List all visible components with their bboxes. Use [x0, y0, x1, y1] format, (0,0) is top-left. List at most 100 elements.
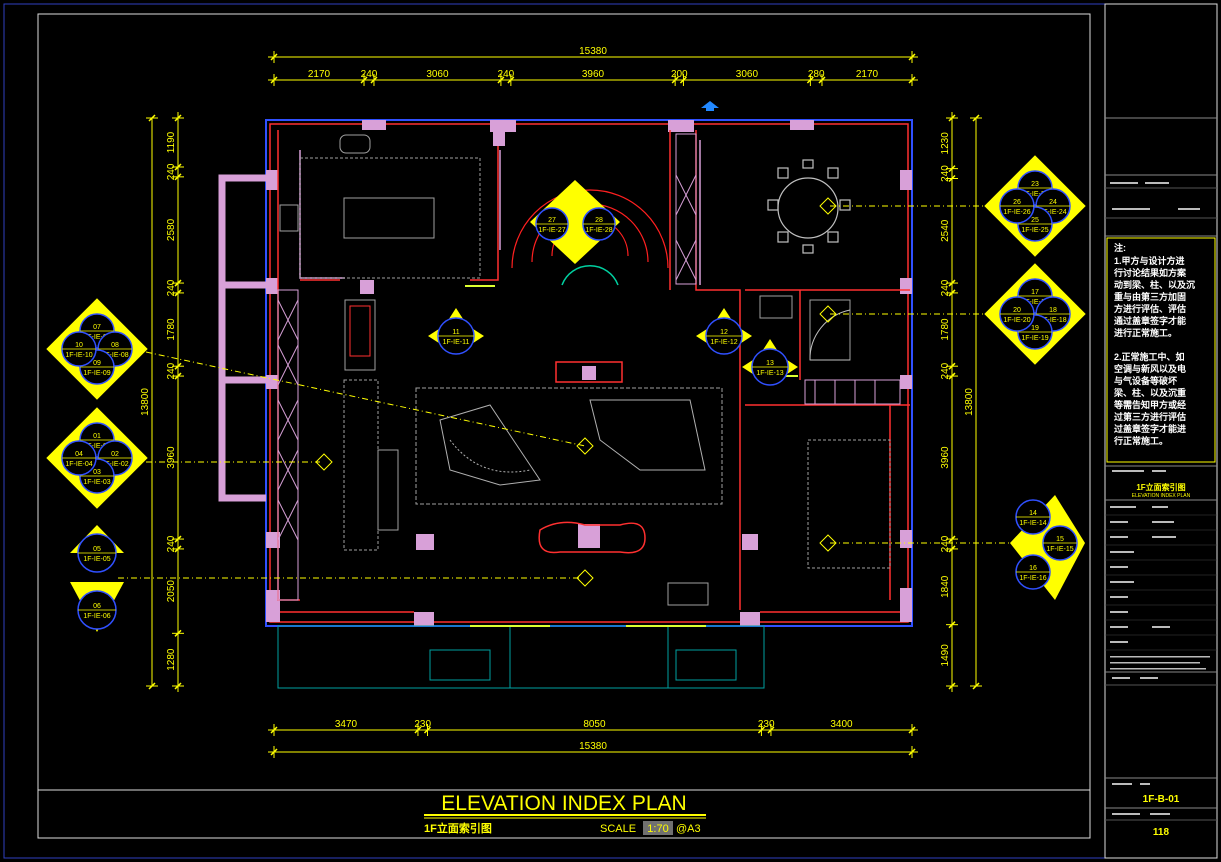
dimension-label: 280 [808, 69, 825, 80]
dimension-label: 1490 [940, 644, 951, 667]
dimension-label: 1840 [940, 575, 951, 598]
dimension-label: 2170 [308, 69, 331, 80]
index-tag: 1F-IE-03 [83, 479, 110, 486]
index-tag: 1F-IE-06 [83, 613, 110, 620]
index-number: 06 [93, 603, 101, 610]
index-number: 07 [93, 324, 101, 331]
index-tag: 1F-IE-15 [1046, 546, 1073, 553]
index-symbol-12[interactable]: 12 1F-IE-12 [696, 308, 752, 355]
index-number: 20 [1013, 307, 1021, 314]
index-tag: 1F-IE-17 [1021, 299, 1048, 306]
dimension-label: 240 [498, 69, 515, 80]
round-dining-table [767, 159, 851, 254]
dimension-label: 240 [361, 69, 378, 80]
dimension-label: 1280 [166, 648, 177, 671]
index-tag: 1F-IE-13 [756, 370, 783, 377]
index-leaders [118, 205, 1010, 579]
dimension-label: 3470 [335, 719, 358, 730]
index-number: 05 [93, 546, 101, 553]
drawing-frame [37, 13, 1091, 839]
index-number: 12 [720, 329, 728, 336]
index-number: 28 [595, 217, 603, 224]
dimension-label: 3960 [940, 446, 951, 469]
drawing-main-title: ELEVATION INDEX PLAN [441, 792, 686, 815]
index-symbol-14-16[interactable]: 14 1F-IE-14 15 1F-IE-15 16 1F-IE-16 [1010, 495, 1085, 600]
index-number: 09 [93, 360, 101, 367]
index-tag: 1F-IE-26 [1003, 209, 1030, 216]
notes-line: 梁、柱、以及沉重 [1113, 387, 1186, 398]
index-tag: 1F-IE-28 [585, 227, 612, 234]
drawing-subtitle-cn: 1F立面索引图 [424, 821, 492, 835]
index-number: 26 [1013, 199, 1021, 206]
index-tag: 1F-IE-02 [101, 461, 128, 468]
dimension-total: 13800 [140, 388, 151, 416]
index-tag: 1F-IE-04 [65, 461, 92, 468]
index-tag: 1F-IE-14 [1019, 520, 1046, 527]
index-tag: 1F-IE-25 [1021, 227, 1048, 234]
index-symbol-13[interactable]: 13 1F-IE-13 [742, 339, 798, 386]
index-tag: 1F-IE-08 [101, 352, 128, 359]
notes-line: 2.正常施工中、如 [1114, 351, 1185, 362]
dimension-label: 240 [940, 362, 951, 379]
index-tag: 1F-IE-12 [710, 339, 737, 346]
index-diamond [984, 155, 1086, 257]
index-number: 19 [1031, 325, 1039, 332]
dimension-label: 230 [758, 719, 775, 730]
index-tag: 1F-IE-16 [1019, 575, 1046, 582]
dimension-total: 15380 [579, 741, 607, 752]
index-number: 02 [111, 451, 119, 458]
index-number: 15 [1056, 536, 1064, 543]
dimension-label: 1780 [166, 318, 177, 341]
dimension-label: 1230 [940, 132, 951, 155]
index-number: 16 [1029, 565, 1037, 572]
index-number: 14 [1029, 510, 1037, 517]
dimension-label: 3060 [736, 69, 759, 80]
dimension-total: 13800 [964, 388, 975, 416]
dimension-label: 2170 [856, 69, 879, 80]
index-tag: 1F-IE-18 [1039, 317, 1066, 324]
index-tag: 1F-IE-05 [83, 556, 110, 563]
index-number: 01 [93, 433, 101, 440]
dimension-label: 240 [166, 279, 177, 296]
dimension-label: 3400 [830, 719, 853, 730]
dimension-label: 2580 [166, 218, 177, 241]
index-tag: 1F-IE-07 [83, 334, 110, 341]
index-number: 13 [766, 360, 774, 367]
index-diamond [46, 298, 148, 400]
notes-line: 方进行评估、评估 [1114, 303, 1186, 314]
notes-line: 进行正常施工。 [1114, 327, 1177, 338]
index-number: 03 [93, 469, 101, 476]
paper-size: @A3 [676, 823, 701, 835]
notes-line: 重与由第三方加固 [1114, 291, 1186, 302]
notes-line: 动到梁、柱、以及沉 [1114, 279, 1195, 290]
dimension-label: 3960 [582, 69, 605, 80]
notes-heading: 注: [1114, 242, 1126, 253]
dimension-label: 240 [166, 163, 177, 180]
dimension-label: 240 [940, 165, 951, 182]
index-diamond [984, 263, 1086, 365]
title-block: 1F立面索引图 ELEVATION INDEX PLAN 1F-B-01 118 [1105, 117, 1217, 838]
dimension-total: 15380 [579, 46, 607, 57]
title-block-frame [1104, 3, 1218, 859]
index-number: 04 [75, 451, 83, 458]
north-arrow-icon [701, 101, 719, 108]
index-tag: 1F-IE-20 [1003, 317, 1030, 324]
index-number: 24 [1049, 199, 1057, 206]
scale-value: 1:70 [647, 823, 668, 835]
dimension-label: 8050 [583, 719, 606, 730]
dimension-label: 240 [940, 535, 951, 552]
index-symbol-05-06[interactable]: 05 1F-IE-05 06 1F-IE-06 [70, 525, 124, 632]
index-number: 25 [1031, 217, 1039, 224]
title-block-drawing-title-cn: 1F立面索引图 [1136, 482, 1185, 492]
dimension-label: 240 [166, 535, 177, 552]
notes-line: 等需告知甲方或经 [1113, 399, 1186, 410]
notes-line: 1.甲方与设计方进 [1114, 255, 1185, 266]
